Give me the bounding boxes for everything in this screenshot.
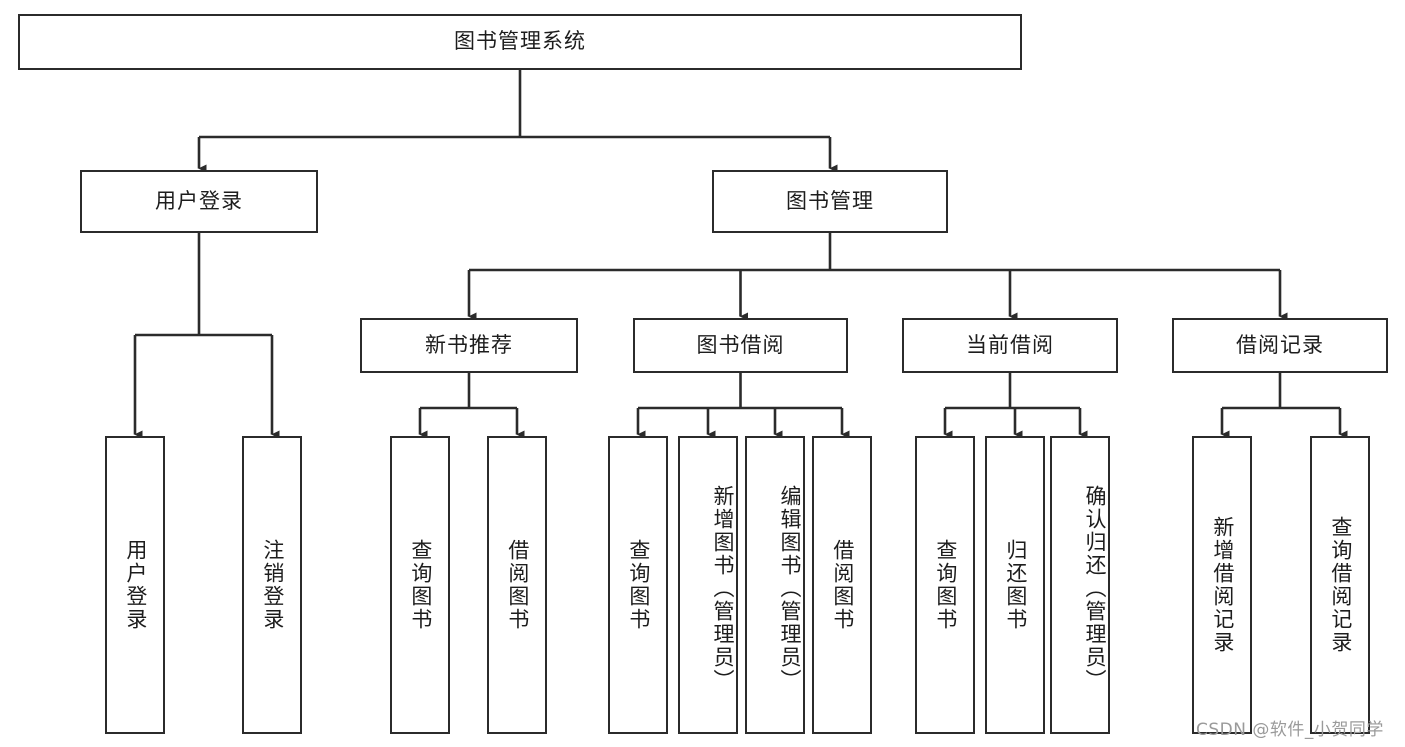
node-label: 查询图书	[626, 539, 651, 631]
node-label: 用户登录	[155, 188, 243, 213]
node-label: 用户登录	[123, 539, 148, 631]
node-book-manage: 图书管理	[712, 170, 948, 233]
node-label: 新书推荐	[425, 332, 513, 357]
node-label: 注销登录	[260, 539, 285, 631]
node-label: 借阅图书	[830, 539, 855, 631]
node-leaf-add-record: 新增借阅记录	[1192, 436, 1252, 734]
node-leaf-borrow-book-2: 借阅图书	[812, 436, 872, 734]
node-label: 图书借阅	[696, 332, 785, 357]
node-leaf-borrow-book-1: 借阅图书	[487, 436, 547, 734]
node-user-login: 用户登录	[80, 170, 318, 233]
node-current-borrow: 当前借阅	[902, 318, 1118, 373]
csdn-watermark: CSDN @软件_小贺同学	[1196, 720, 1384, 740]
node-label: 查询图书	[933, 539, 958, 631]
node-leaf-user-login: 用户登录	[105, 436, 165, 734]
node-label: 确认归还（管理员）	[1083, 484, 1107, 692]
node-label: 图书管理系统	[454, 29, 586, 54]
node-leaf-add-book: 新增图书（管理员）	[678, 436, 738, 734]
node-label: 图书管理	[786, 188, 874, 213]
node-label: 借阅记录	[1236, 332, 1324, 357]
node-book-borrow: 图书借阅	[633, 318, 848, 373]
node-label: 查询图书	[408, 539, 433, 631]
node-label: 编辑图书（管理员）	[778, 484, 802, 692]
node-leaf-edit-book: 编辑图书（管理员）	[745, 436, 805, 734]
node-root: 图书管理系统	[18, 14, 1022, 70]
node-label: 查询借阅记录	[1328, 516, 1353, 654]
node-leaf-query-book-3: 查询图书	[915, 436, 975, 734]
node-label: 新增图书（管理员）	[711, 484, 735, 692]
node-borrow-record: 借阅记录	[1172, 318, 1388, 373]
node-label: 当前借阅	[966, 332, 1054, 357]
node-leaf-query-book-2: 查询图书	[608, 436, 668, 734]
node-leaf-logout: 注销登录	[242, 436, 302, 734]
node-new-book-rec: 新书推荐	[360, 318, 578, 373]
node-label: 借阅图书	[505, 539, 530, 631]
node-label: 新增借阅记录	[1210, 516, 1235, 654]
node-leaf-confirm-ret: 确认归还（管理员）	[1050, 436, 1110, 734]
node-leaf-query-record: 查询借阅记录	[1310, 436, 1370, 734]
node-label: 归还图书	[1003, 539, 1028, 631]
node-leaf-query-book-1: 查询图书	[390, 436, 450, 734]
node-leaf-return-book: 归还图书	[985, 436, 1045, 734]
